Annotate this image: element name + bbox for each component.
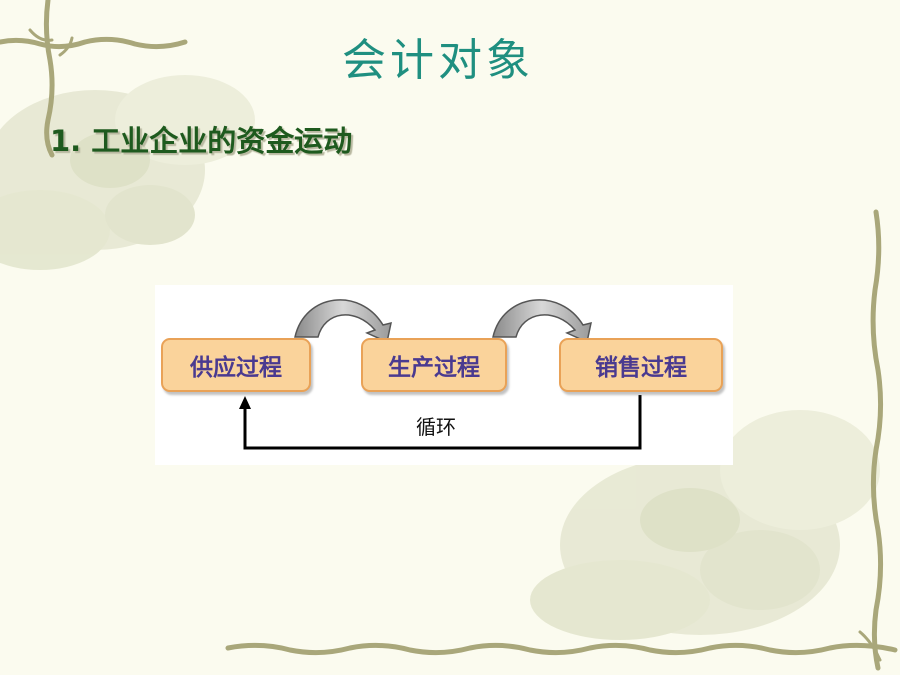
process-box-sales: 销售过程 xyxy=(559,338,723,392)
slide-title: 会计对象 xyxy=(342,35,534,86)
curved-arrow-supply-to-production xyxy=(294,299,392,344)
cycle-arrowhead-icon xyxy=(239,396,251,409)
cycle-return-line xyxy=(243,395,642,450)
section-heading: 1. 工业企业的资金运动 xyxy=(50,124,353,158)
flow-diagram xyxy=(239,299,642,450)
process-box-production: 生产过程 xyxy=(361,338,507,392)
vine-border-top-left xyxy=(0,0,188,158)
flower-watermark-bottom-right xyxy=(530,410,880,640)
curved-arrow-production-to-sales xyxy=(492,299,592,344)
flower-watermark-top-left xyxy=(0,75,255,270)
vine-border-bottom xyxy=(225,630,898,662)
vine-border-right xyxy=(870,209,884,671)
cycle-label: 循环 xyxy=(416,415,456,439)
process-box-supply: 供应过程 xyxy=(161,338,311,392)
